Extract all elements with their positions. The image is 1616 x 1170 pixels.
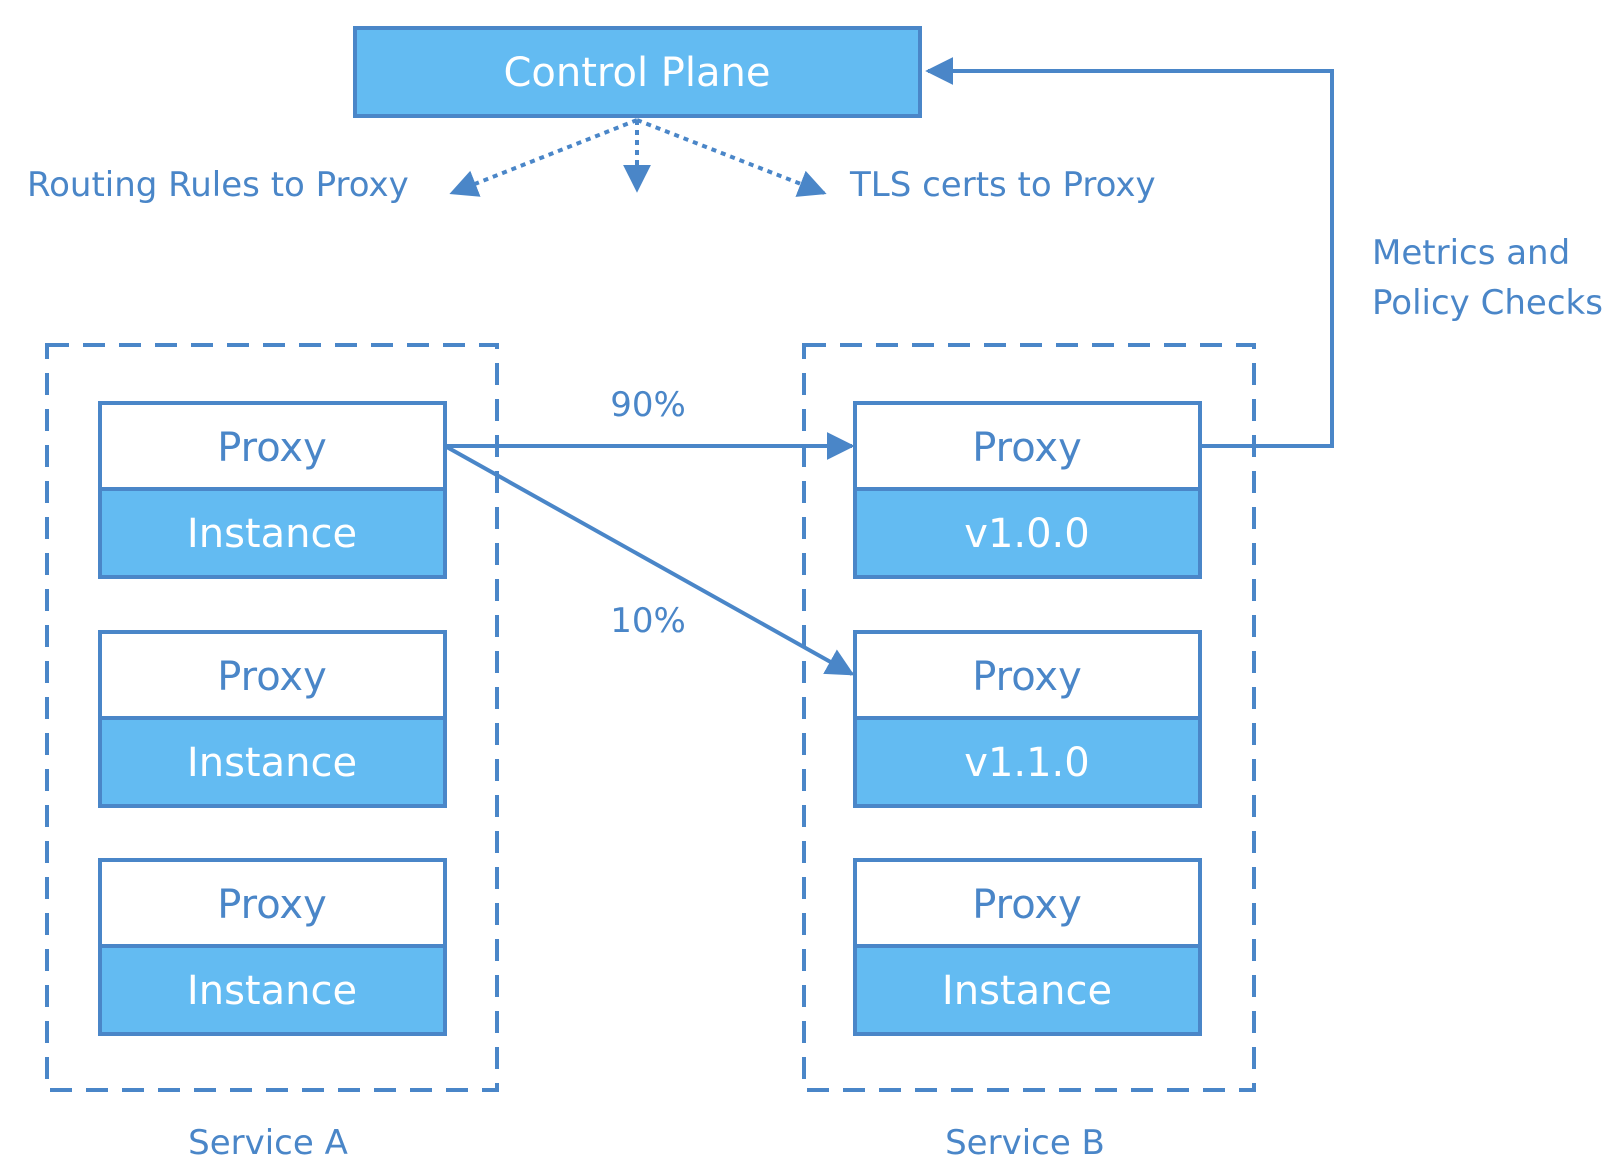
service-a-boundary [45, 343, 499, 1092]
metrics-label-line1: Metrics and [1372, 233, 1570, 273]
service-b-group: Service B Proxy v1.0.0 Proxy v1.1.0 Prox… [802, 343, 1256, 1163]
proxy-label: Proxy [217, 654, 327, 700]
config-distribution-arrows [449, 118, 827, 197]
control-plane-label: Control Plane [503, 50, 770, 96]
service-b-pod-2: Proxy v1.1.0 [853, 630, 1202, 808]
metrics-feedback-arrow [925, 57, 1334, 448]
service-b-label: Service B [945, 1123, 1105, 1163]
traffic-90-label: 90% [610, 385, 686, 425]
tls-certs-label: TLS certs to Proxy [849, 165, 1156, 205]
proxy-label: Proxy [972, 425, 1082, 471]
control-plane: Control Plane [353, 26, 922, 118]
service-a-group: Service A Proxy Instance Proxy Instance … [45, 343, 499, 1163]
metrics-label-line2: Policy Checks [1372, 283, 1603, 323]
proxy-label: Proxy [217, 425, 327, 471]
proxy-label: Proxy [972, 654, 1082, 700]
service-a-label: Service A [188, 1123, 348, 1163]
workload-label: Instance [187, 740, 357, 786]
traffic-10-arrow [444, 444, 855, 676]
workload-label: Instance [187, 968, 357, 1014]
routing-rules-arrow [449, 118, 638, 197]
service-a-pod-2: Proxy Instance [98, 630, 447, 808]
tls-certs-arrow [636, 118, 827, 197]
workload-label: Instance [187, 511, 357, 557]
service-a-pod-3: Proxy Instance [98, 858, 447, 1036]
workload-label: v1.0.0 [964, 511, 1089, 557]
proxy-label: Proxy [217, 882, 327, 928]
proxy-label: Proxy [972, 882, 1082, 928]
workload-label: Instance [942, 968, 1112, 1014]
service-b-boundary [802, 343, 1256, 1092]
service-a-pod-1: Proxy Instance [98, 401, 447, 579]
traffic-10-label: 10% [610, 601, 686, 641]
workload-label: v1.1.0 [964, 740, 1089, 786]
service-b-pod-1: Proxy v1.0.0 [853, 401, 1202, 579]
routing-rules-label: Routing Rules to Proxy [27, 165, 409, 205]
service-b-pod-3: Proxy Instance [853, 858, 1202, 1036]
